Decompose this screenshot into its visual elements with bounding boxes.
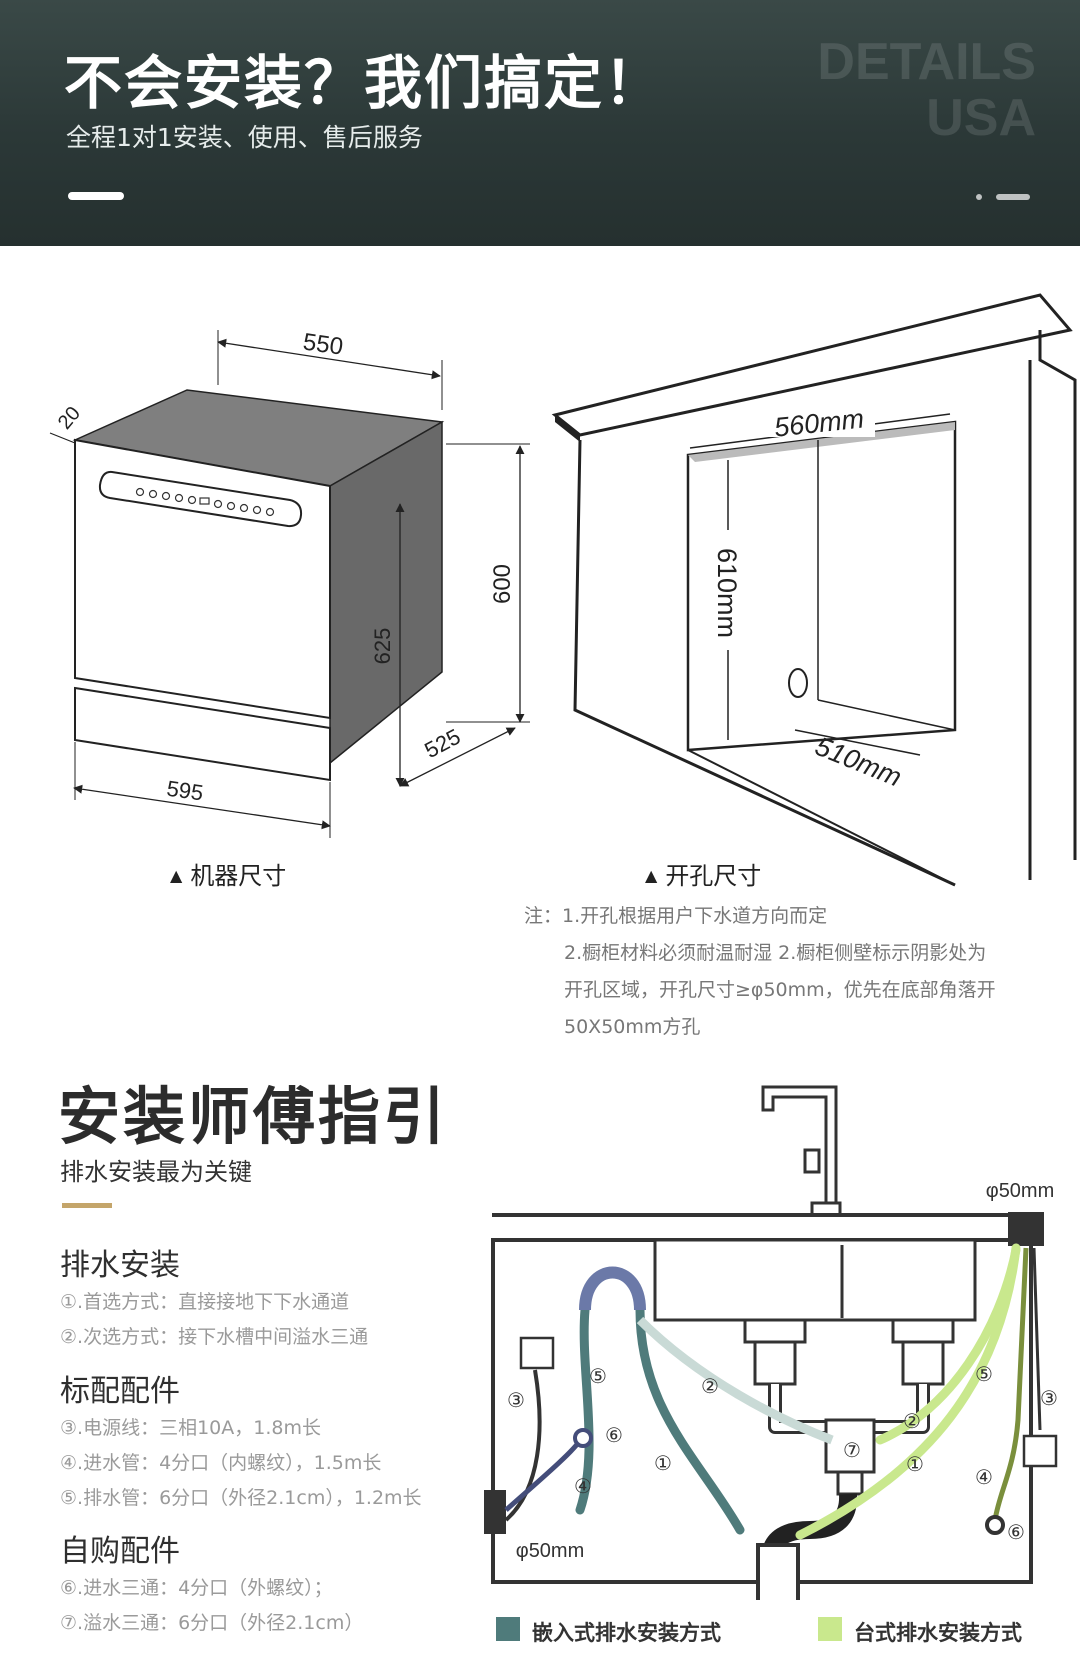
countertop-valve-icon [985,1515,1005,1535]
countertop-slab [551,293,1073,437]
power-cord [504,1369,542,1522]
section-item: ②.次选方式：接下水槽中间溢水三通 [60,1326,369,1348]
marker-6: ⑥ [605,1425,623,1447]
marker-6b: ⑥ [1007,1522,1025,1544]
banner-dot [976,194,982,200]
power-socket-icon [519,1336,1058,1468]
embedded-hose-loop [579,1266,646,1311]
faucet-icon [761,1085,842,1217]
machine-kick-panel [74,686,331,782]
label-hole-left: φ50mm [516,1540,585,1562]
opening-floor-back [817,699,956,731]
marker-1: ① [654,1453,672,1475]
section-item: ⑦.溢水三通：6分口（外径2.1cm） [60,1612,364,1634]
caption-machine-text: 机器尺寸 [190,862,287,890]
countertop-inlet-hose [992,1247,1029,1521]
opening-top-lip [688,422,955,462]
guide-subtitle: 排水安装最为关键 [60,1158,252,1186]
opening-floor-edge [687,749,956,886]
section-item: ⑤.排水管：6分口（外径2.1cm），1.2m长 [60,1487,422,1509]
caption-opening-text: 开孔尺寸 [665,862,762,890]
banner-accent-bar [68,192,124,200]
overflow-tee [824,1418,876,1474]
water-valve-icon [573,1428,593,1448]
note-prefix: 注： [524,905,563,927]
countertop-hoses [795,1243,1021,1540]
section-item: ③.电源线：三相10A，1.8m长 [60,1417,321,1439]
drain-hole-icon [788,668,808,698]
section-heading-standard-parts: 标配配件 [60,1374,180,1409]
floor-drain-pipe [756,1543,800,1600]
caption-opening-size: ▲ 开孔尺寸 [645,856,761,891]
marker-5b: ⑤ [975,1364,993,1386]
guide-title: 安装师傅指引 [58,1080,449,1153]
legend-label-embedded: 嵌入式排水安装方式 [532,1621,721,1645]
embedded-hoses [575,1305,745,1535]
note-line-2: 2.橱柜材料必须耐温耐湿 2.橱柜侧壁标示阴影处为 [564,942,987,964]
left-hole-block [484,1490,506,1534]
triangle-icon: ▲ [170,866,183,885]
label-510mm: 510mm [811,731,906,793]
note-line-4: 50X50mm方孔 [564,1016,701,1038]
dim-line-510 [794,729,921,756]
machine-dimension-diagram: 550 20 600 625 525 595 [49,328,530,838]
section-item: ④.进水管：4分口（内螺纹），1.5m长 [60,1452,382,1474]
right-hole-block [1008,1212,1044,1246]
label-hole-right: φ50mm [986,1180,1055,1202]
embedded-overflow-hose [636,1316,834,1445]
guide-accent-bar [62,1203,112,1208]
dim-line-525 [399,727,516,787]
label-550: 550 [301,328,344,360]
marker-4: ④ [574,1476,592,1498]
countertop-edge [555,415,580,442]
dim-line-595 [73,784,331,830]
banner-dash [996,194,1030,200]
note-line-3: 开孔区域，开孔尺寸≥φ50mm，优先在底部角落开 [564,979,996,1001]
header-banner: 不会安装？我们搞定！ 全程1对1安装、使用、售后服务 DETAILS USA [0,0,1080,246]
legend-label-countertop: 台式排水安装方式 [854,1621,1022,1645]
plumbing-diagram: φ50mm φ50mm ⑤ ③ [484,1085,1058,1600]
label-560-bg [765,405,875,437]
legend-swatch-countertop [818,1617,842,1641]
label-610mm: 610mm [712,548,742,638]
cabinet-left-wall [573,439,956,887]
marker-3: ③ [507,1390,525,1412]
marker-3b: ③ [1040,1388,1058,1410]
cabinet-right-side [1038,330,1077,860]
countertop-power-cord [1032,1247,1042,1431]
triangle-icon: ▲ [645,866,658,885]
legend-swatch-embedded [496,1617,520,1641]
marker-5: ⑤ [589,1366,607,1388]
section-heading-drainage: 排水安装 [60,1248,180,1283]
marker-4b: ④ [975,1467,993,1489]
cabinet-opening-diagram: 560mm 610mm 510mm [551,293,1077,887]
tee-neck [836,1470,864,1496]
inlet-hose [504,1438,583,1512]
label-610-bg [710,530,746,650]
dim-line-550 [217,338,441,380]
label-20: 20 [54,403,85,434]
note-text-1: 1.开孔根据用户下水道方向而定 [562,905,828,927]
dim-line-20 [49,432,76,444]
marker-2b: ② [903,1411,921,1433]
marker-2: ② [701,1376,719,1398]
label-595: 595 [165,776,205,806]
section-item: ①.首选方式：直接接地下下水通道 [60,1291,350,1313]
sink-basin [653,1238,977,1386]
marker-7: ⑦ [843,1440,861,1462]
installation-notes: 注：1.开孔根据用户下水道方向而定 2.橱柜材料必须耐温耐湿 2.橱柜侧壁标示阴… [524,898,1069,1046]
diagram-markers: ⑤ ③ ⑥ ④ ① ② ⑦ ② ① ⑤ ③ ④ ⑥ [507,1364,1058,1544]
banner-subtitle: 全程1对1安装、使用、售后服务 [66,123,423,152]
watermark-details: DETAILS [817,33,1036,91]
banner-title: 不会安装？我们搞定！ [64,49,665,117]
watermark-usa: USA [926,89,1036,147]
label-600: 600 [489,564,516,604]
note-line-1: 注：1.开孔根据用户下水道方向而定 [524,898,1069,935]
label-625: 625 [370,628,395,665]
section-item: ⑥.进水三通：4分口（外螺纹）； [60,1577,333,1599]
caption-machine-size: ▲ 机器尺寸 [170,856,286,891]
section-heading-self-purchase: 自购配件 [60,1534,180,1569]
marker-1b: ① [906,1454,924,1476]
control-buttons [135,487,275,517]
